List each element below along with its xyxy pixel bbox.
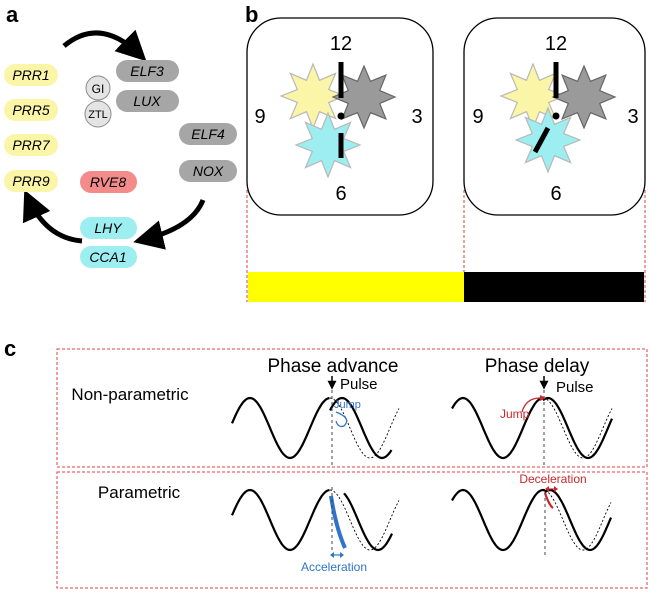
- gene-nox: NOX: [179, 160, 237, 182]
- frame-parametric: [56, 471, 648, 589]
- wave-param-delay-before: [451, 488, 546, 552]
- cycle-arrow-top: [62, 29, 147, 62]
- wave-param-advance-before: [230, 488, 330, 552]
- clock-1: 12 3 6 9: [246, 17, 434, 216]
- pulse-label-delay: Pulse: [556, 379, 594, 396]
- jump-label-advance: Jump: [334, 399, 361, 411]
- svg-text:LUX: LUX: [133, 93, 161, 109]
- cyan-star: [514, 106, 582, 174]
- wave-nonparam-delay-before: [451, 396, 543, 460]
- hour-hand-lower: [532, 126, 551, 154]
- gene-prr1: PRR1: [4, 64, 58, 86]
- header-phase-delay: Phase delay: [485, 356, 590, 377]
- clock-2-label-12: 12: [545, 33, 567, 55]
- svg-text:PRR5: PRR5: [12, 102, 50, 118]
- svg-text:GI: GI: [92, 82, 105, 96]
- wave-param-advance-after: [343, 492, 393, 552]
- svg-text:CCA1: CCA1: [89, 249, 126, 265]
- gene-lhy: LHY: [80, 217, 137, 239]
- clock-1-label-9: 9: [254, 106, 265, 128]
- gene-lux: LUX: [116, 90, 179, 112]
- wave-nonparam-advance-original: [329, 397, 400, 459]
- clock-1-label-3: 3: [411, 106, 422, 128]
- clock-2-label-6: 6: [550, 183, 561, 205]
- row-label-parametric: Parametric: [98, 483, 181, 502]
- cycle-arrow-bottom-right: [133, 198, 206, 250]
- jump-arrow-delay: [521, 397, 541, 413]
- wave-nonparam-delay-original: [542, 397, 613, 459]
- svg-text:LHY: LHY: [94, 220, 123, 236]
- gene-rve8: RVE8: [80, 171, 137, 193]
- jump-label-delay: Jump: [500, 407, 530, 421]
- gene-gi: GI: [85, 75, 111, 101]
- svg-text:ELF3: ELF3: [130, 63, 164, 79]
- svg-text:ZTL: ZTL: [88, 109, 108, 121]
- jump-arrowhead-delay: [540, 395, 546, 401]
- svg-text:NOX: NOX: [193, 163, 224, 179]
- wave-param-advance-accelerated: [329, 495, 347, 549]
- wave-nonparam-delay-after: [542, 396, 614, 460]
- phase-response-waves: [230, 390, 614, 555]
- cyan-star: [294, 111, 362, 179]
- panel-c: c Phase advance Phase delay Non-parametr…: [4, 336, 648, 589]
- gene-prr9: PRR9: [4, 170, 58, 192]
- wave-param-delay-decelerated: [543, 492, 554, 509]
- wave-nonparam-advance-before: [230, 396, 330, 460]
- gene-ztl: ZTL: [84, 100, 112, 128]
- clock-2-label-9: 9: [472, 106, 483, 128]
- wave-param-delay-after: [544, 488, 613, 552]
- wave-nonparam-advance-after: [329, 396, 393, 460]
- panel-a-letter: a: [6, 2, 19, 27]
- frame-nonparametric: [56, 348, 648, 468]
- light-period-bar: [248, 272, 464, 302]
- grey-star: [551, 64, 617, 130]
- clock-1-label-6: 6: [335, 183, 346, 205]
- gene-prr7: PRR7: [4, 134, 58, 156]
- gene-prr5: PRR5: [4, 99, 58, 121]
- clock-2: 12 3 6 9: [463, 17, 646, 216]
- gene-elf3: ELF3: [116, 60, 179, 82]
- svg-text:RVE8: RVE8: [90, 174, 127, 190]
- row-label-nonparametric: Non-parametric: [71, 385, 189, 404]
- svg-text:PRR7: PRR7: [12, 137, 51, 153]
- panel-a: a PRR1 PRR5 PRR7 PRR9 GI ZTL: [4, 2, 237, 268]
- clock-center: [337, 112, 345, 120]
- clock-2-label-3: 3: [627, 106, 638, 128]
- clock-center: [552, 112, 560, 120]
- panel-b: b 12 3 6 9: [245, 2, 646, 302]
- jump-arrow-advance: [335, 411, 348, 428]
- header-phase-advance: Phase advance: [268, 356, 399, 377]
- acceleration-label: Acceleration: [301, 560, 367, 574]
- grey-star: [331, 64, 397, 130]
- clock-1-label-12: 12: [330, 33, 352, 55]
- gene-elf4: ELF4: [179, 123, 237, 145]
- panel-b-letter: b: [245, 2, 258, 27]
- svg-text:PRR9: PRR9: [12, 173, 50, 189]
- panel-c-letter: c: [4, 336, 16, 361]
- deceleration-label: Deceleration: [519, 472, 586, 486]
- svg-text:ELF4: ELF4: [191, 126, 225, 142]
- svg-text:PRR1: PRR1: [12, 67, 49, 83]
- dark-period-bar: [464, 272, 644, 302]
- cycle-arrow-bottom-left: [22, 189, 83, 244]
- wave-param-advance-original: [329, 489, 400, 551]
- gene-cca1: CCA1: [80, 246, 137, 268]
- pulse-label-advance: Pulse: [340, 376, 378, 393]
